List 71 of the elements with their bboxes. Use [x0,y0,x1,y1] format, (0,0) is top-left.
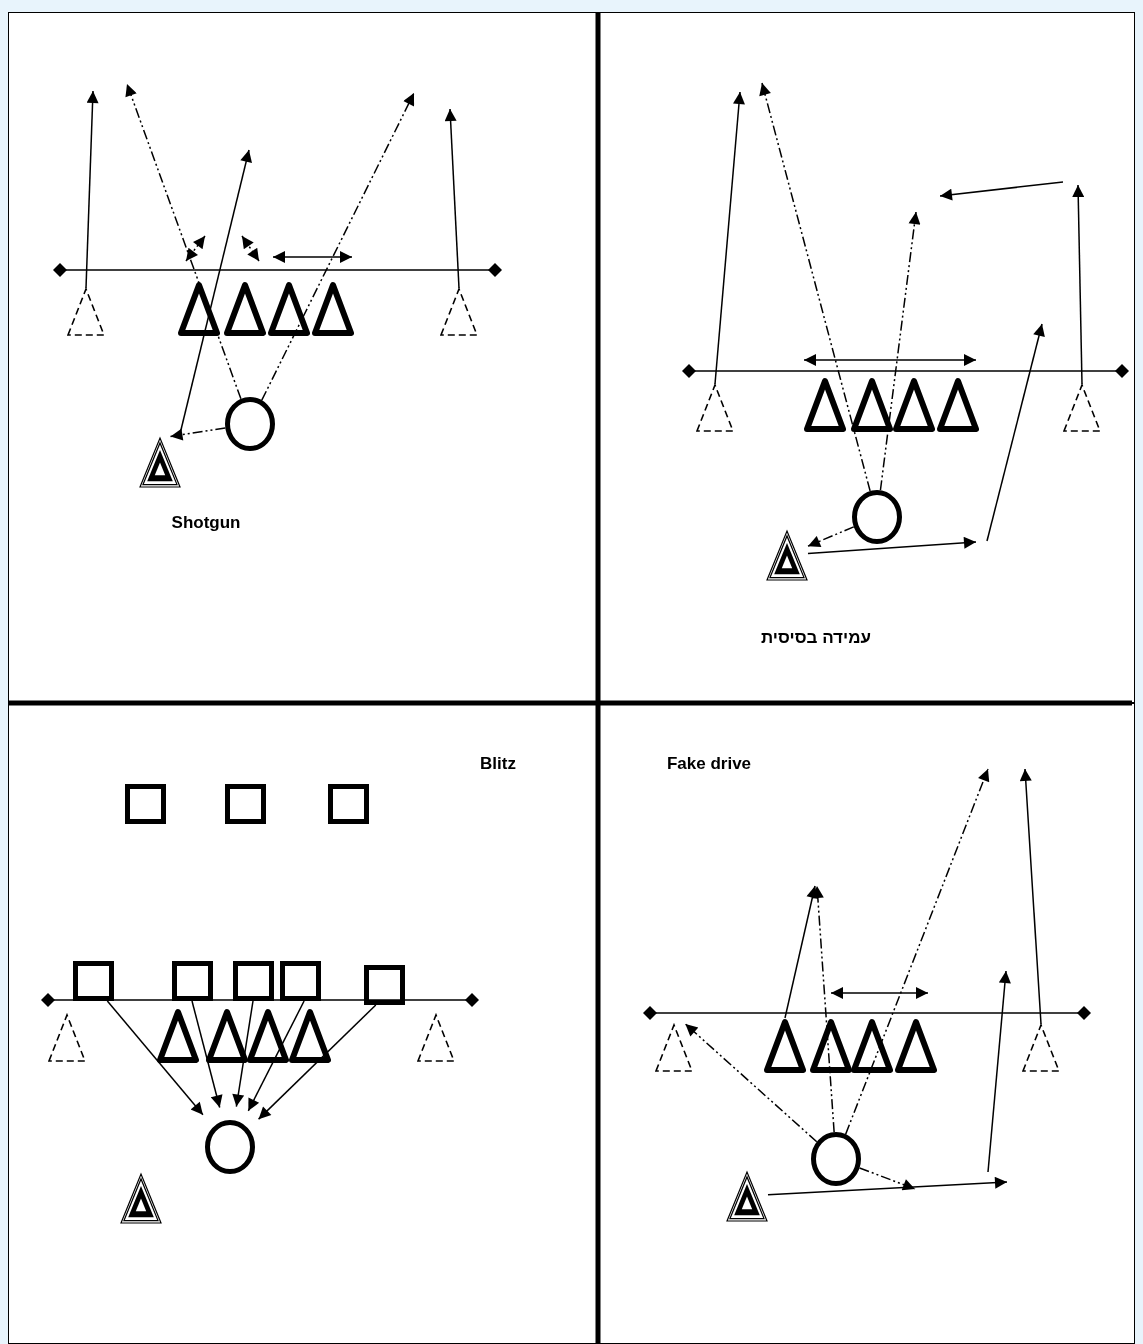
route-arrow [684,1023,818,1143]
play-panel [598,703,1135,1344]
lineman-triangle [156,1008,200,1064]
route-arrow [1072,184,1085,385]
quarterback-triangle [766,529,808,581]
receiver-triangle [1022,1024,1060,1072]
route-arrow [807,526,855,547]
route-arrow [125,83,242,400]
route-arrow [807,536,977,555]
receiver-triangle [655,1024,693,1072]
lineman-triangle [205,1008,249,1064]
lineman-triangle [850,1018,894,1074]
player-square [327,784,369,824]
play-title: Blitz [480,754,516,774]
play-panel [598,12,1135,703]
player-square [363,965,405,1005]
player-circle [225,397,275,451]
lineman-triangle [809,1018,853,1074]
lineman-triangle [311,281,355,337]
player-square [124,784,166,824]
lineman-triangle [803,377,847,433]
route-arrow [106,1000,204,1116]
quarterback-triangle [120,1172,162,1224]
quarterback-triangle [726,1170,768,1222]
route-arrow [759,82,871,492]
route-arrow [257,1004,377,1120]
lineman-triangle [177,281,221,337]
route-arrow [767,1176,1008,1196]
receiver-triangle [696,384,734,432]
player-square [224,784,266,824]
lineman-triangle [763,1018,807,1074]
lineman-triangle [288,1008,332,1064]
player-square [171,961,213,1001]
player-circle [205,1120,255,1174]
lineman-triangle [223,281,267,337]
route-arrow [714,91,745,385]
route-arrow [811,885,835,1133]
play-panel [8,12,598,703]
player-square [72,961,114,1001]
receiver-triangle [48,1014,86,1062]
route-arrow [1019,768,1042,1025]
receiver-triangle [67,288,105,336]
play-panel [8,703,598,1344]
receiver-triangle [440,288,478,336]
play-title: Fake drive [666,754,752,774]
route-arrow [444,108,460,289]
lineman-triangle [936,377,980,433]
player-square [279,961,321,1001]
route-arrow [261,92,415,401]
route-arrow [844,768,990,1135]
player-circle [811,1132,861,1186]
play-title: Shotgun [171,513,241,533]
player-square [232,961,274,1001]
route-arrow [191,1000,223,1109]
route-arrow [232,1000,254,1108]
route-arrow [784,885,819,1019]
route-arrow [85,90,99,289]
player-circle [852,490,902,544]
route-arrow [858,1167,916,1191]
route-arrow [169,427,226,441]
lineman-triangle [892,377,936,433]
route-arrow [247,1000,305,1112]
lineman-triangle [267,281,311,337]
lineman-triangle [894,1018,938,1074]
lineman-triangle [246,1008,290,1064]
receiver-triangle [1063,384,1101,432]
play-title: עמידה בסיסית [761,628,871,648]
receiver-triangle [417,1014,455,1062]
lineman-triangle [850,377,894,433]
quarterback-triangle [139,436,181,488]
route-arrow [879,211,921,491]
